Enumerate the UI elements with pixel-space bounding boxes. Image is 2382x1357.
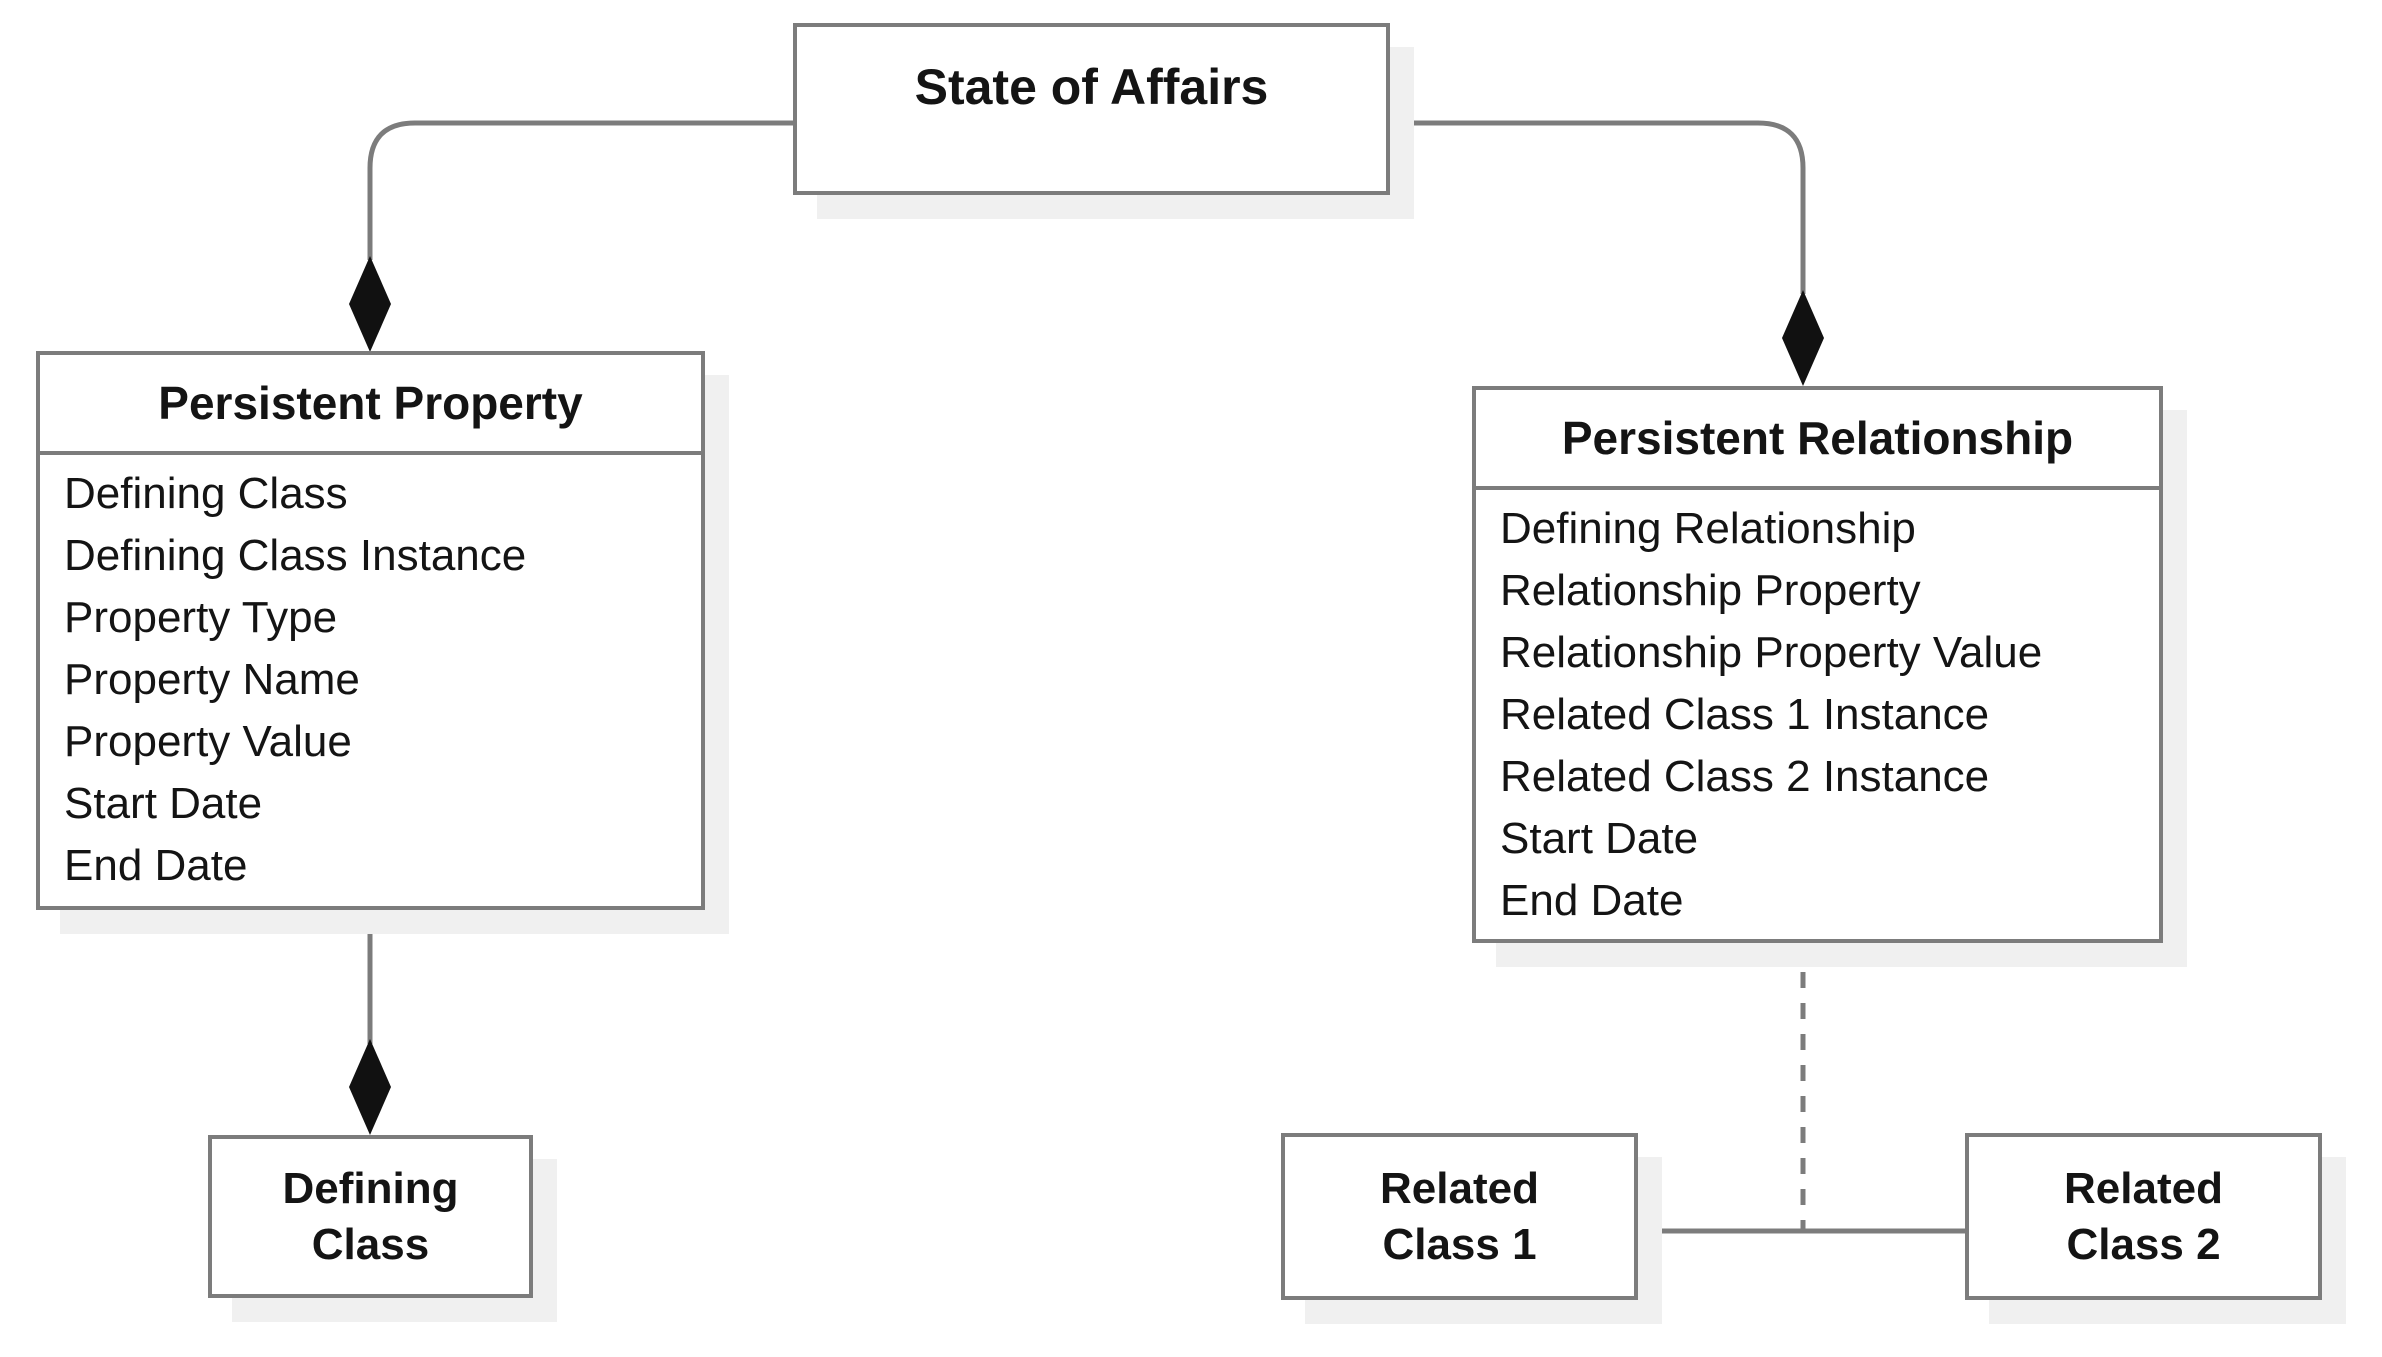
link-state-of-affairs-to-persistent-relationship bbox=[1390, 120, 1806, 294]
attribute-item: Start Date bbox=[1500, 814, 1699, 863]
attribute-item: Related Class 2 Instance bbox=[1500, 752, 1990, 801]
attribute-item: Relationship Property Value bbox=[1500, 628, 2043, 677]
node-persistent-relationship: Persistent Relationship Defining Relatio… bbox=[1472, 386, 2163, 943]
node-title-line: Related bbox=[2064, 1163, 2223, 1213]
attribute-item: Defining Class Instance bbox=[64, 531, 527, 580]
node-title-line: Defining bbox=[282, 1163, 459, 1213]
node-title-line: Related bbox=[1380, 1163, 1539, 1213]
composition-diamond-icon bbox=[349, 256, 391, 352]
link-state-of-affairs-to-persistent-property bbox=[367, 120, 793, 260]
attribute-item: Property Value bbox=[64, 717, 352, 766]
attribute-item: Defining Relationship bbox=[1500, 504, 1916, 553]
attribute-item: Defining Class bbox=[64, 469, 348, 518]
attribute-item: End Date bbox=[64, 841, 248, 890]
attribute-item: End Date bbox=[1500, 876, 1684, 925]
attribute-item: Property Type bbox=[64, 593, 338, 642]
node-title-line: Class bbox=[311, 1219, 430, 1269]
node-title: Persistent Property bbox=[40, 355, 701, 455]
node-title: State of Affairs bbox=[914, 59, 1269, 115]
composition-diamond-icon bbox=[349, 1039, 391, 1135]
node-title: Persistent Relationship bbox=[1476, 390, 2159, 490]
node-title-line: Class 2 bbox=[2066, 1219, 2221, 1269]
composition-diamond-icon bbox=[1782, 290, 1824, 386]
attribute-item: Property Name bbox=[64, 655, 360, 704]
node-state-of-affairs: State of Affairs bbox=[793, 23, 1390, 195]
attribute-item: Start Date bbox=[64, 779, 263, 828]
node-title-line: Class 1 bbox=[1382, 1219, 1537, 1269]
attribute-item: Related Class 1 Instance bbox=[1500, 690, 1990, 739]
attribute-item: Relationship Property bbox=[1500, 566, 1921, 615]
